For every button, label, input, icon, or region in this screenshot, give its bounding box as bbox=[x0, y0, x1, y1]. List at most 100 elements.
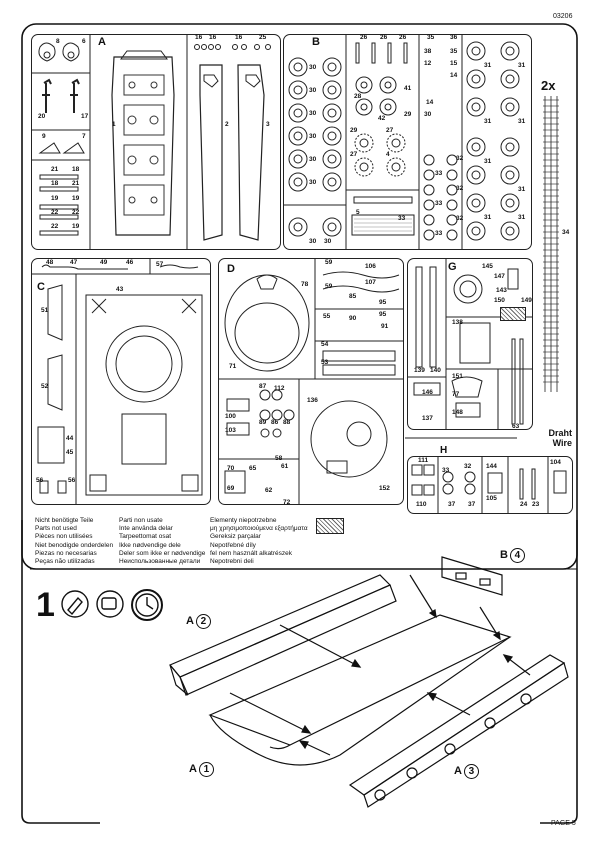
sprue-sheet-c: C 48 47 49 46 57 43 51 52 44 45 56 56 bbox=[31, 258, 211, 505]
sprue-b-num-31c: 31 bbox=[484, 118, 492, 125]
sprue-a-num-6: 6 bbox=[82, 38, 86, 45]
sprue-a-num-7: 7 bbox=[82, 133, 86, 140]
sprue-d-num-61: 61 bbox=[281, 463, 289, 470]
sprue-label-c: C bbox=[37, 281, 45, 293]
sprue-b-num-35: 35 bbox=[427, 34, 435, 41]
sprue-g-num-77: 77 bbox=[452, 391, 460, 398]
sprue-d-num-69: 69 bbox=[227, 485, 235, 492]
sprue-g-num-137: 137 bbox=[422, 415, 433, 422]
legend-column-2: Parti non usate Inte använda delar Tarpe… bbox=[119, 517, 205, 566]
sprue-d-num-112: 112 bbox=[274, 385, 285, 392]
wire-label: Draht Wire bbox=[520, 428, 572, 448]
sprue-h-num-23: 23 bbox=[532, 501, 540, 508]
sprue-b-num-33c: 33 bbox=[435, 230, 443, 237]
sprue-d-num-89: 89 bbox=[259, 419, 267, 426]
sprue-d-num-72: 72 bbox=[283, 499, 291, 506]
sprue-h-num-33: 33 bbox=[442, 467, 450, 474]
sprue-b-num-5: 33 bbox=[398, 215, 406, 222]
sprue-a-drawing bbox=[32, 35, 271, 249]
hatched-not-used-parts-g bbox=[500, 307, 526, 321]
sprue-c-num-47: 47 bbox=[70, 259, 78, 266]
sprue-g-num-149: 149 bbox=[521, 297, 532, 304]
sprue-b-num-27a: 27 bbox=[386, 127, 394, 134]
sprue-b-num-26c: 26 bbox=[399, 34, 407, 41]
sprue-c-num-56a: 56 bbox=[36, 477, 44, 484]
sprue-b-num-30a: 30 bbox=[309, 64, 317, 71]
sprue-g-num-150: 150 bbox=[494, 297, 505, 304]
sprue-b-num-30g: 30 bbox=[309, 238, 317, 245]
callout-a3-sprue: A bbox=[454, 765, 462, 777]
sprue-b-num-41: 29 bbox=[404, 111, 412, 118]
track-links-drawing bbox=[543, 96, 559, 392]
legend-text: Piezas no necesarias bbox=[35, 549, 97, 557]
callout-a1-sprue: A bbox=[189, 763, 197, 775]
sprue-label-h: H bbox=[440, 445, 448, 456]
sprue-sheet-a: A bbox=[31, 34, 281, 250]
legend-text: μη χρησιμοποιούμενα εξαρτήματα bbox=[210, 525, 308, 533]
legend-text: Peças não utilizadas bbox=[35, 558, 95, 566]
sprue-d-num-91: 91 bbox=[381, 323, 389, 330]
sprue-b-num-31b: 31 bbox=[518, 62, 526, 69]
sprue-h-num-144: 144 bbox=[486, 463, 497, 470]
sprue-b-num-30d: 30 bbox=[309, 133, 317, 140]
sprue-b-num-31a: 31 bbox=[484, 62, 492, 69]
step-icons bbox=[61, 589, 163, 621]
sprue-d-num-100: 100 bbox=[225, 413, 236, 420]
legend-hatch-swatch bbox=[316, 518, 344, 534]
sprue-h-num-110: 110 bbox=[416, 501, 427, 508]
sprue-a-num-2: 2 bbox=[225, 121, 229, 128]
sprue-b-num-31e: 31 bbox=[484, 158, 492, 165]
track-part-number: 34 bbox=[562, 229, 570, 236]
callout-a3-part: 3 bbox=[463, 764, 479, 779]
sprue-h-num-104: 104 bbox=[550, 459, 561, 466]
sprue-h-drawing bbox=[411, 457, 567, 513]
sprue-a-num-22c: 22 bbox=[51, 223, 59, 230]
sprue-a-num-19b: 19 bbox=[72, 195, 80, 202]
sprue-a-num-21a: 21 bbox=[51, 166, 59, 173]
sprue-c-drawing bbox=[32, 259, 210, 504]
legend-text: Ikke nødvendige dele bbox=[119, 541, 181, 549]
callout-a1-part: 1 bbox=[198, 762, 214, 777]
sprue-c-num-56b: 56 bbox=[68, 477, 76, 484]
sprue-d-num-90: 90 bbox=[349, 315, 357, 322]
sprue-a-num-19a: 19 bbox=[51, 195, 59, 202]
sprue-d-num-95b: 95 bbox=[379, 311, 387, 318]
sprue-d-num-85: 85 bbox=[349, 293, 357, 300]
sprue-a-num-20: 20 bbox=[38, 113, 46, 120]
sprue-d-num-54: 54 bbox=[321, 341, 329, 348]
legend-text: Elementy niepotrzebne bbox=[210, 517, 277, 524]
legend-text: Niet benodigde onderdelen bbox=[35, 541, 114, 549]
sprue-g-drawing bbox=[408, 259, 532, 429]
sprue-d-num-65: 65 bbox=[249, 465, 257, 472]
sprue-g-num-140: 140 bbox=[430, 367, 441, 374]
sprue-d-num-53: 53 bbox=[321, 359, 329, 366]
legend-text: Nepotřebné díly bbox=[210, 541, 256, 549]
sprue-a-num-18b: 18 bbox=[51, 180, 59, 187]
sprue-h-num-105: 105 bbox=[486, 495, 497, 502]
hull-assembly-drawing bbox=[169, 556, 569, 808]
sprue-a-num-22b: 22 bbox=[72, 209, 80, 216]
sprue-b-num-38: 38 bbox=[424, 48, 432, 55]
sprue-b-num-29a: 29 bbox=[350, 127, 358, 134]
sprue-b-num-30b: 30 bbox=[309, 87, 317, 94]
sprue-b-num-12: 12 bbox=[424, 60, 432, 67]
sprue-h-num-37b: 37 bbox=[468, 501, 476, 508]
sprue-sheet-g: G 145 147 143 150 149 138 139 140 146 13… bbox=[407, 258, 533, 430]
sprue-h-num-37a: 37 bbox=[448, 501, 456, 508]
sprue-h-num-32: 32 bbox=[464, 463, 472, 470]
legend-text: Parti non usate bbox=[119, 517, 163, 524]
sprue-sheet-b: B bbox=[283, 34, 532, 250]
sprue-g-num-146: 146 bbox=[422, 389, 433, 396]
sprue-sheet-d: D 78 71 59 106 59 bbox=[218, 258, 404, 506]
callout-b4-sprue: B bbox=[500, 549, 508, 561]
sprue-d-num-58: 58 bbox=[275, 455, 283, 462]
sprue-d-num-86: 86 bbox=[271, 419, 279, 426]
callout-b4-part: 4 bbox=[509, 548, 525, 563]
legend-text: Gereksiz parçalar bbox=[210, 533, 261, 541]
sprue-label-d: D bbox=[227, 263, 235, 275]
sprue-d-num-136: 136 bbox=[307, 397, 318, 404]
sprue-d-drawing bbox=[219, 259, 403, 504]
